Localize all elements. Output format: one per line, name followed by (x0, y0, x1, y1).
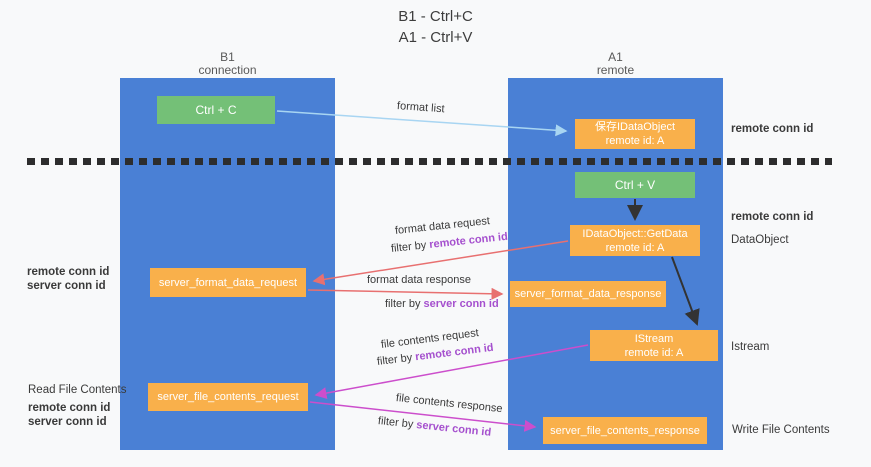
server-file-contents-request-box: server_file_contents_request (148, 383, 308, 411)
right-column-role: remote (596, 63, 635, 77)
file-contents-response-label: file contents response (395, 392, 504, 416)
ctrl-c-label: Ctrl + C (195, 103, 237, 117)
server-format-data-request-box: server_format_data_request (150, 268, 306, 297)
server-file-contents-response-box: server_file_contents_response (543, 417, 707, 444)
left-column-header: B1 connection (120, 51, 335, 77)
title-line-2: A1 - Ctrl+V (398, 29, 473, 46)
save-idataobject-line1: 保存IDataObject (594, 121, 676, 133)
format-data-response-arrow (307, 287, 504, 300)
server-format-data-response-box: server_format_data_response (510, 281, 666, 307)
dashed-separator (27, 158, 832, 165)
left-server-conn-id-top: server conn id (27, 280, 106, 292)
istream-line1: IStream (634, 332, 674, 345)
server-file-contents-response-label: server_file_contents_response (550, 424, 700, 437)
ctrl-v-box: Ctrl + V (575, 172, 695, 198)
left-remote-conn-id-bottom: remote conn id (28, 402, 111, 414)
left-remote-conn-id-top: remote conn id (27, 266, 110, 278)
format-data-response-label: format data response (367, 274, 471, 286)
save-idataobject-box: 保存IDataObject remote id: A (575, 119, 695, 149)
getdata-line1: IDataObject::GetData (582, 227, 688, 240)
dataobject-annotation: DataObject (731, 234, 789, 246)
getdata-line2: remote id: A (605, 241, 665, 254)
right-column-header: A1 remote (508, 51, 723, 77)
istream-box: IStream remote id: A (590, 330, 718, 361)
write-file-contents-annotation: Write File Contents (732, 424, 830, 436)
left-server-conn-id-bottom: server conn id (28, 416, 107, 428)
idataobject-getdata-box: IDataObject::GetData remote id: A (570, 225, 700, 256)
server-format-data-request-label: server_format_data_request (158, 276, 298, 289)
istream-annotation: Istream (731, 341, 770, 353)
server-file-contents-request-label: server_file_contents_request (157, 391, 299, 403)
right-column-name: A1 (608, 50, 623, 64)
ctrl-v-label: Ctrl + V (614, 178, 656, 192)
filter-by-server-conn-id-label-1: filter by server conn id (385, 298, 499, 310)
format-list-label: format list (396, 100, 445, 116)
right-remote-conn-id-top: remote conn id (731, 123, 814, 135)
title-line-1: B1 - Ctrl+C (398, 8, 473, 25)
left-column-name: B1 (220, 50, 235, 64)
filter-by-server-conn-id-label-2: filter by server conn id (377, 415, 492, 439)
ctrl-c-box: Ctrl + C (157, 96, 275, 124)
istream-line2: remote id: A (624, 346, 684, 359)
save-idataobject-line2: remote id: A (605, 135, 665, 147)
right-remote-conn-id-mid: remote conn id (731, 211, 814, 223)
read-file-contents-annotation: Read File Contents (28, 384, 127, 396)
server-format-data-response-label: server_format_data_response (514, 288, 662, 300)
left-column-role: connection (198, 63, 257, 77)
diagram-title: B1 - Ctrl+C A1 - Ctrl+V (0, 6, 871, 48)
